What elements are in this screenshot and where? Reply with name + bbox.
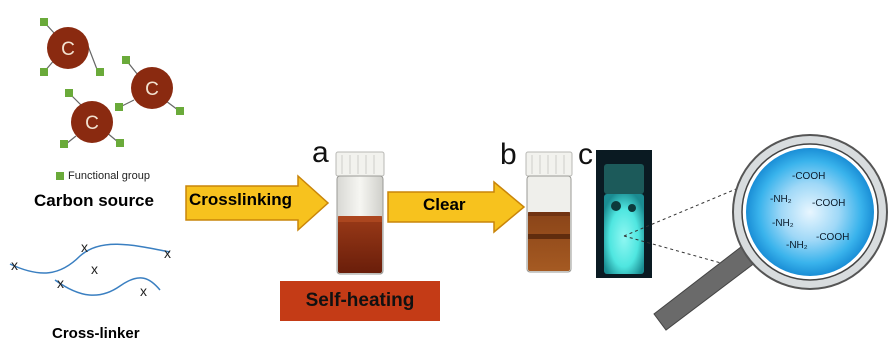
group-label-6: -COOH <box>816 232 849 243</box>
clear-arrow <box>387 180 526 234</box>
carbon-symbol: C <box>145 79 159 100</box>
vial-a <box>335 151 385 275</box>
functional-group-square <box>40 18 48 26</box>
self-heating-label: Self-heating <box>305 290 415 311</box>
functional-group-square <box>122 56 130 64</box>
cross-linker-label: Cross-linker <box>52 325 140 342</box>
magnifier: -COOH -NH₂ -COOH -NH₂ -NH₂ -COOH <box>653 134 888 331</box>
functional-group-square <box>176 107 184 115</box>
carbon-source-label: Carbon source <box>34 191 154 210</box>
carbon-dot-1: C <box>40 18 104 76</box>
functional-group-square <box>115 103 123 111</box>
step-b-label: b <box>500 138 517 171</box>
linker-mark: x <box>81 239 88 255</box>
functional-group-legend: Functional group <box>56 170 150 182</box>
linker-mark: x <box>91 261 98 277</box>
self-heating-box: Self-heating <box>280 281 440 321</box>
functional-group-label: Functional group <box>68 170 150 182</box>
clear-label: Clear <box>423 195 466 214</box>
functional-group-square <box>40 68 48 76</box>
cross-linker-chains: x x x x x x <box>9 239 171 299</box>
group-label-3: -COOH <box>812 198 845 209</box>
carbon-symbol: C <box>61 39 75 60</box>
functional-group-square <box>116 139 124 147</box>
functional-group-square <box>65 89 73 97</box>
crosslinking-label: Crosslinking <box>189 190 292 209</box>
vial-c-fluorescent <box>596 150 652 278</box>
step-a-label: a <box>312 136 329 169</box>
step-c-label: c <box>578 138 593 171</box>
group-label-5: -NH₂ <box>786 240 808 251</box>
carbon-symbol: C <box>85 113 99 134</box>
zoom-lines <box>623 183 749 271</box>
linker-mark: x <box>11 257 18 273</box>
group-label-2: -NH₂ <box>770 194 792 205</box>
carbon-source-molecules: C C C <box>40 18 184 148</box>
linker-mark: x <box>140 283 147 299</box>
vial-b <box>525 151 573 273</box>
linker-mark: x <box>164 245 171 261</box>
functional-group-swatch <box>56 172 64 180</box>
linker-mark: x <box>57 275 64 291</box>
functional-group-square <box>96 68 104 76</box>
group-label-1: -COOH <box>792 171 825 182</box>
group-label-4: -NH₂ <box>772 218 794 229</box>
carbon-dot-3: C <box>60 89 124 148</box>
carbon-dot-2: C <box>115 56 184 115</box>
functional-group-square <box>60 140 68 148</box>
crosslinking-arrow <box>185 174 330 232</box>
